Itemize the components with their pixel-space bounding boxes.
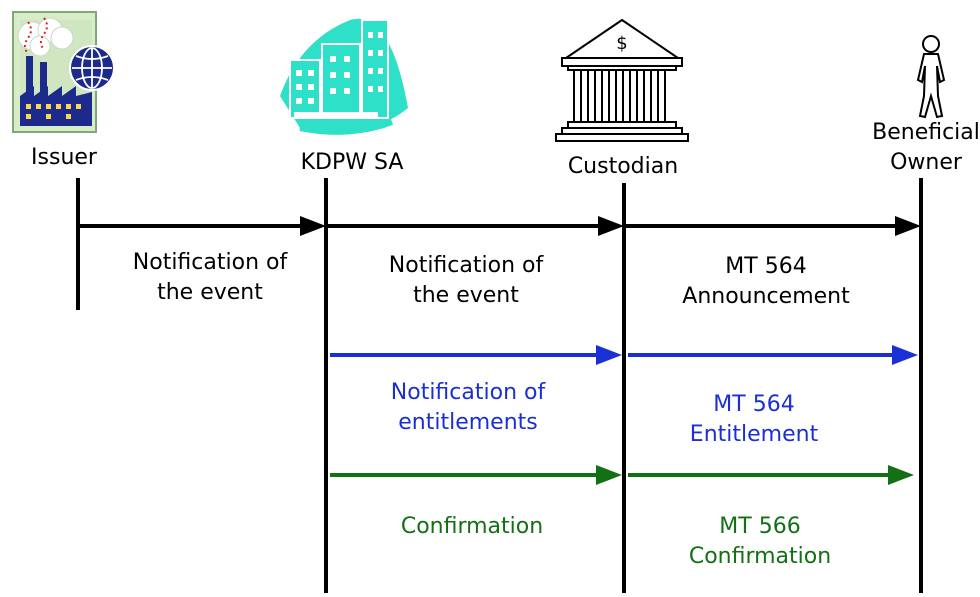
factory-globe-icon [12, 11, 115, 133]
msg-entitlements-custodian-line1: MT 564 [713, 392, 795, 417]
msg-issuer-kdpw-line2: the event [157, 280, 263, 305]
arrow-entitlements-kdpw-head [596, 345, 622, 365]
arrow-kdpw-custodian [326, 216, 624, 236]
lifelines [76, 178, 923, 593]
message-arrows [78, 216, 921, 485]
actor-label-issuer: Issuer [31, 145, 97, 170]
bank-building-icon: $ [555, 18, 689, 142]
arrow-entitlements-custodian-head [892, 345, 918, 365]
arrow-custodian-owner [624, 216, 921, 236]
arrow-entitlements-custodian [628, 345, 918, 365]
msg-kdpw-custodian-line1: Notification of [388, 253, 544, 278]
msg-kdpw-custodian-line2: the event [413, 283, 519, 308]
arrow-confirmation-kdpw [330, 465, 622, 485]
msg-entitlements-custodian-line2: Entitlement [689, 422, 819, 447]
actor-label-owner-line2: Owner [890, 150, 962, 175]
person-icon [916, 35, 946, 119]
msg-confirmation-custodian-line2: Confirmation [688, 544, 832, 569]
arrow-confirmation-kdpw-head [596, 465, 622, 485]
arrow-issuer-kdpw-head [300, 216, 326, 236]
msg-custodian-owner-line1: MT 564 [725, 254, 807, 279]
msg-confirmation-kdpw: Confirmation [400, 514, 544, 539]
arrow-confirmation-custodian [628, 465, 914, 485]
msg-confirmation-custodian-line1: MT 566 [719, 514, 801, 539]
arrow-kdpw-custodian-head [598, 216, 624, 236]
msg-entitlements-kdpw-line2: entitlements [398, 410, 538, 435]
actor-label-kdpw: KDPW SA [300, 150, 404, 175]
msg-custodian-owner-line2: Announcement [682, 284, 850, 309]
buildings-logo-icon [280, 18, 408, 135]
msg-issuer-kdpw-line1: Notification of [132, 250, 288, 275]
actor-label-custodian: Custodian [567, 154, 679, 179]
arrow-issuer-kdpw [78, 216, 326, 236]
dollar-sign-label: $ [616, 33, 627, 54]
msg-entitlements-kdpw-line1: Notification of [390, 380, 546, 405]
arrow-entitlements-kdpw [330, 345, 622, 365]
actor-label-owner-line1: Beneficial [872, 120, 980, 145]
arrow-confirmation-custodian-head [888, 465, 914, 485]
arrow-custodian-owner-head [895, 216, 921, 236]
